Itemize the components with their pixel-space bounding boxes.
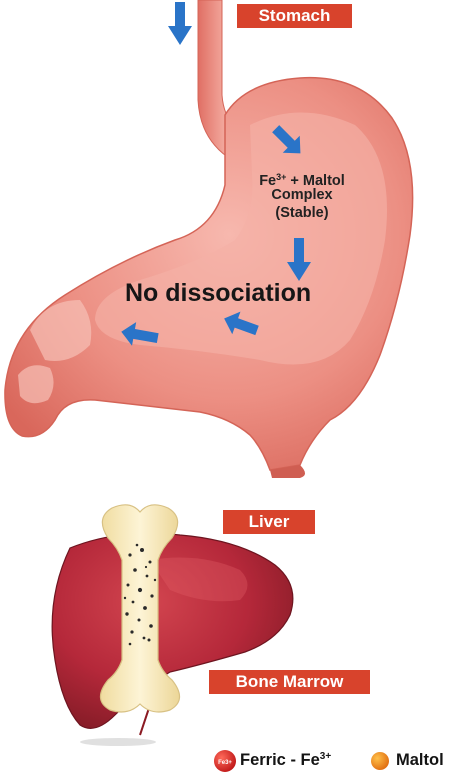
complex-fe: Fe: [259, 173, 277, 189]
liver-illustration: [51, 532, 294, 746]
complex-fe-charge: 3+: [276, 172, 287, 182]
arrow-left-icon: [224, 311, 259, 336]
arrow-diagonal-icon: [272, 125, 301, 154]
liver-label: Liver: [223, 510, 315, 534]
liver-highlight: [150, 557, 248, 602]
duodenum-fold: [30, 300, 92, 361]
no-dissociation-text: No dissociation: [125, 279, 312, 307]
arrow-down-icon: [168, 2, 192, 45]
stomach-illustration: [4, 0, 414, 478]
ferric-marker: Fe3+: [214, 750, 236, 772]
liver-shadow: [80, 738, 156, 746]
bone-marrow-label: Bone Marrow: [209, 670, 370, 694]
complex-line-3: (Stable): [275, 205, 329, 221]
bone-marrow-dots: [123, 543, 157, 646]
ferric-ball-icon: [214, 750, 236, 772]
duodenum-fold: [18, 365, 54, 404]
arrow-left-icon: [121, 322, 159, 346]
stomach-label: Stomach: [237, 4, 352, 28]
arrow-down-icon: [287, 238, 311, 281]
bone-shape: [99, 504, 181, 713]
ferric-marker-label: Fe3+: [218, 760, 232, 766]
legend-ferric: Ferric - Fe3+: [240, 751, 331, 770]
legend-maltol: Maltol: [396, 751, 444, 769]
flow-arrows: [121, 2, 311, 346]
complex-line-1: Fe3+ + Maltol: [228, 168, 376, 190]
complex-maltol: + Maltol: [286, 173, 345, 189]
maltol-ball-icon: [371, 752, 389, 770]
stomach-lining: [95, 112, 387, 365]
pylorus-edge: [270, 465, 305, 478]
bone-illustration: [99, 504, 181, 713]
legend-ferric-label: Ferric - Fe: [240, 751, 320, 769]
legend: Ferric - Fe3+ Maltol: [212, 748, 460, 774]
complex-line-2: Complex: [271, 187, 333, 203]
legend-ferric-charge: 3+: [319, 751, 332, 762]
